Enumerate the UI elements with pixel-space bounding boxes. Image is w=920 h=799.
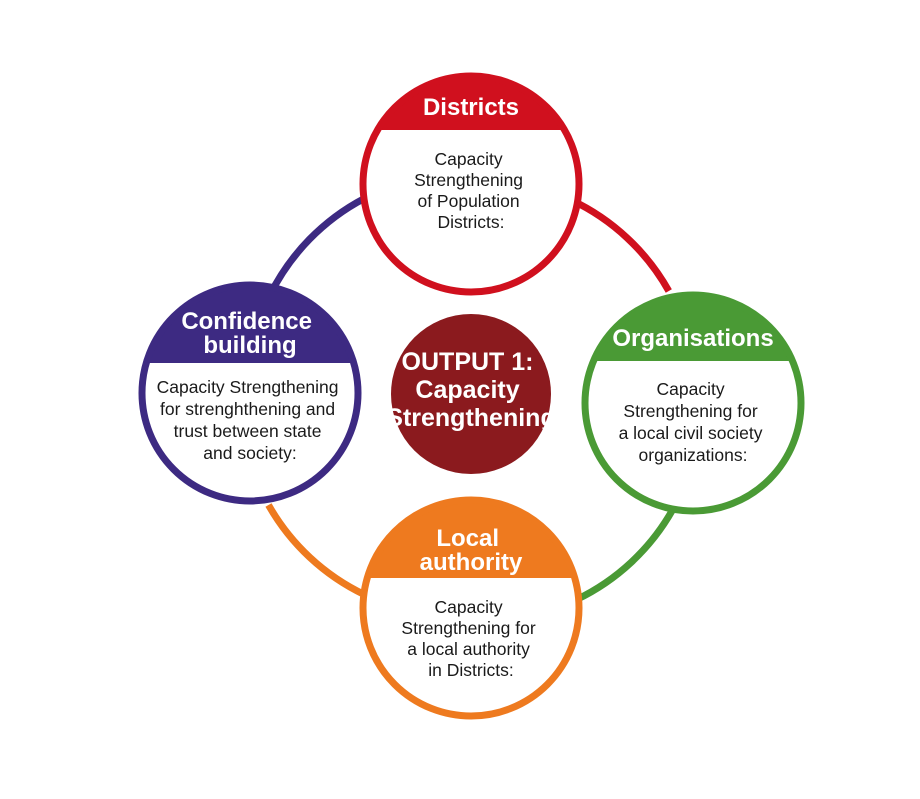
center-circle — [391, 314, 551, 474]
node-confidence-building-body: Capacity Strengthening for strenghthenin… — [157, 377, 344, 463]
node-local-authority-heading: Local authority — [420, 525, 523, 576]
node-organisations: Organisations Capacity Strengthening for… — [581, 291, 805, 515]
center-label: OUTPUT 1: Capacity Strengthening — [386, 348, 555, 432]
node-organisations-body-line-4: organizations: — [639, 445, 748, 465]
node-districts-outline — [359, 72, 583, 296]
node-confidence-building-outline — [138, 281, 362, 505]
node-local-authority-body-line-1: Capacity — [435, 597, 503, 617]
center-line-2: Capacity — [415, 376, 519, 404]
center-line-1: OUTPUT 1: — [402, 348, 534, 376]
node-districts-body-line-1: Capacity — [435, 149, 503, 169]
node-confidence-building-heading-line-2: building — [203, 332, 296, 359]
node-local-authority-outline — [359, 496, 583, 720]
node-organisations-outline — [581, 291, 805, 515]
node-local-authority-heading-line-2: authority — [420, 549, 523, 576]
node-organisations-body-line-1: Capacity — [657, 379, 725, 399]
node-organisations-body-line-3: a local civil society — [619, 423, 763, 443]
node-confidence-building-body-line-1: Capacity Strengthening — [157, 377, 339, 397]
center-node: OUTPUT 1: Capacity Strengthening — [386, 314, 556, 474]
node-confidence-building-body-line-2: for strenghthening and — [160, 399, 335, 419]
node-local-authority-body-line-4: in Districts: — [428, 660, 514, 680]
node-districts-body-line-3: of Population — [417, 191, 519, 211]
node-organisations-heading: Organisations — [612, 325, 773, 352]
node-local-authority-body-line-3: a local authority — [407, 639, 530, 659]
node-confidence-building-heading: Confidence building — [181, 308, 318, 359]
node-confidence-building: Confidence building Capacity Strengtheni… — [138, 281, 362, 505]
node-districts-body: Capacity Strengthening of Population Dis… — [414, 149, 528, 232]
node-local-authority-heading-line-1: Local — [436, 525, 499, 552]
node-districts-heading: Districts — [423, 94, 519, 121]
connector-ring — [265, 195, 676, 603]
node-local-authority: Local authority Capacity Strengthening f… — [359, 496, 583, 720]
node-districts-body-line-2: Strengthening — [414, 170, 523, 190]
node-districts-heading-line-1: Districts — [423, 94, 519, 121]
node-confidence-building-body-line-3: trust between state — [174, 421, 322, 441]
node-confidence-building-heading-line-1: Confidence — [181, 308, 312, 335]
node-confidence-building-body-line-4: and society: — [203, 443, 296, 463]
node-local-authority-body: Capacity Strengthening for a local autho… — [401, 597, 540, 680]
arc-local-authority-to-confidence — [265, 503, 367, 598]
node-local-authority-body-line-2: Strengthening for — [401, 618, 535, 638]
arc-organisations-to-local-authority — [574, 508, 676, 603]
node-districts-body-line-4: Districts: — [437, 212, 504, 232]
node-organisations-heading-line-1: Organisations — [612, 325, 773, 352]
node-districts: Districts Capacity Strengthening of Popu… — [359, 72, 583, 296]
arc-districts-to-organisations — [569, 196, 672, 293]
arc-confidence-to-districts — [266, 195, 367, 298]
node-organisations-body-line-2: Strengthening for — [623, 401, 757, 421]
center-line-3: Strengthening — [386, 404, 555, 432]
node-organisations-body: Capacity Strengthening for a local civil… — [619, 379, 768, 465]
